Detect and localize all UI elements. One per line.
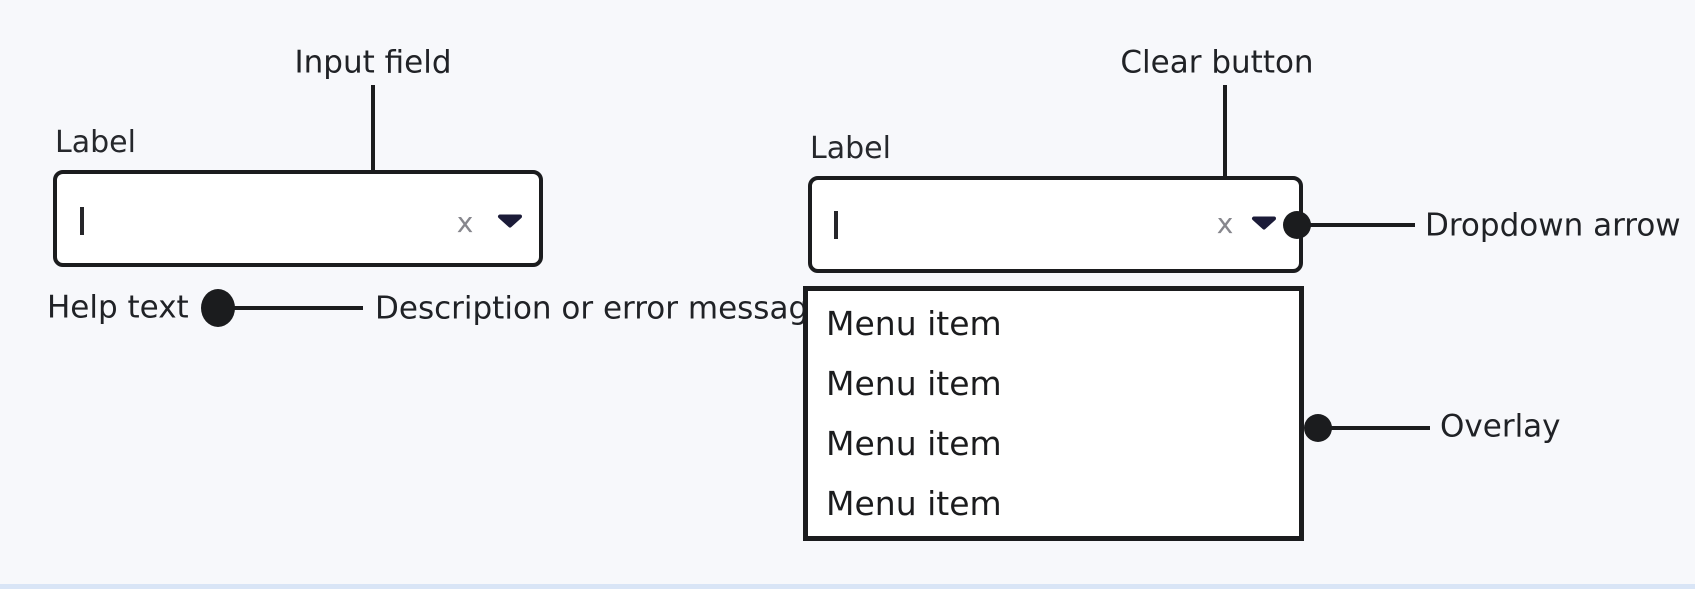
- menu-item[interactable]: Menu item: [826, 363, 1002, 403]
- dropdown-arrow-callout-line: [1297, 223, 1415, 227]
- menu-item[interactable]: Menu item: [826, 423, 1002, 463]
- combobox-input[interactable]: x: [808, 176, 1303, 273]
- help-text-callout-line: [230, 306, 363, 310]
- clear-button[interactable]: x: [1216, 207, 1234, 240]
- input-field-annotation: Input field: [294, 44, 452, 81]
- field-label: Label: [810, 131, 891, 166]
- field-label: Label: [55, 125, 136, 160]
- menu-item[interactable]: Menu item: [826, 303, 1002, 343]
- clear-button[interactable]: x: [456, 206, 474, 239]
- overlay-annotation: Overlay: [1440, 408, 1561, 445]
- dropdown-arrow-icon[interactable]: [497, 214, 523, 233]
- text-cursor: [834, 211, 838, 239]
- dropdown-arrow-icon[interactable]: [1251, 216, 1277, 235]
- help-text-callout-dot: [201, 289, 235, 327]
- combobox-input[interactable]: x: [53, 170, 543, 267]
- input-field-callout-line: [371, 85, 375, 197]
- help-text-annotation: Help text: [47, 289, 189, 326]
- menu-item[interactable]: Menu item: [826, 483, 1002, 523]
- clear-button-callout-line: [1223, 85, 1227, 203]
- clear-button-annotation: Clear button: [1120, 44, 1314, 81]
- text-cursor: [80, 207, 84, 235]
- dropdown-arrow-annotation: Dropdown arrow: [1425, 207, 1681, 244]
- dropdown-overlay-menu[interactable]: Menu item Menu item Menu item Menu item: [803, 286, 1304, 541]
- description-annotation: Description or error message: [375, 290, 828, 327]
- overlay-callout-line: [1318, 426, 1430, 430]
- bottom-edge-strip: [0, 584, 1695, 589]
